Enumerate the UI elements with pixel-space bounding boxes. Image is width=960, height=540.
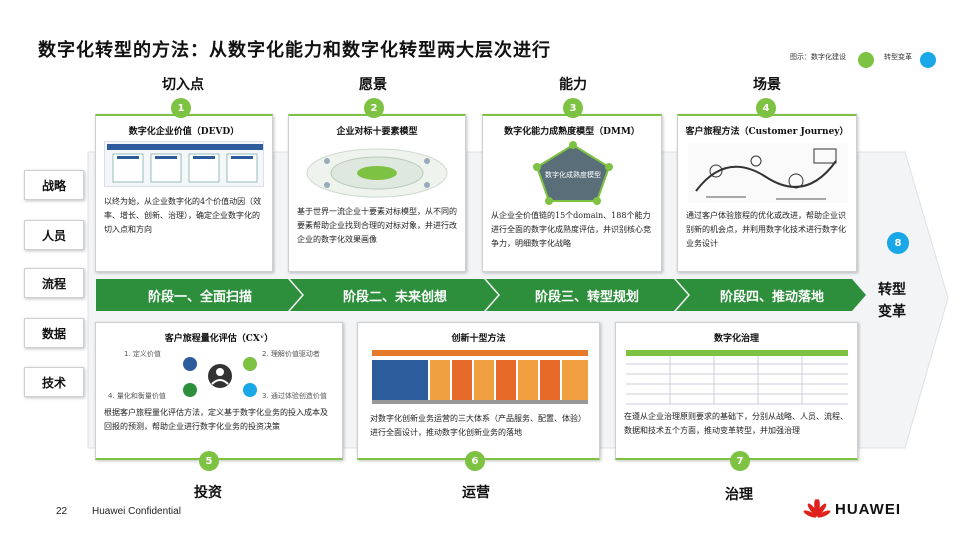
huawei-wordmark: HUAWEI xyxy=(835,500,901,518)
card-innovation-title: 创新十型方法 xyxy=(451,334,506,344)
card-benchmark: 企业对标十要素模型 基于世界一流企业十要素对标模型，从不同的要素帮助企业找到合理… xyxy=(288,114,466,272)
top-label-entry: 切入点 xyxy=(162,77,204,93)
side-label-strategy: 战略 xyxy=(24,170,84,200)
page-number: 22 xyxy=(56,506,68,517)
card-innovation-desc: 对数字化创新业务运营的三大体系（产品服务、配置、体验）进行全面设计，推动数字化创… xyxy=(370,414,586,437)
badge-3: 3 xyxy=(563,98,583,118)
cxv-label-2: 2. 理解价值驱动者 xyxy=(262,349,320,358)
huawei-logo: HUAWEI xyxy=(802,498,901,520)
journey-sketch-image xyxy=(686,141,848,205)
bottom-label-govern: 治理 xyxy=(725,487,753,503)
card-benchmark-title: 企业对标十要素模型 xyxy=(336,127,418,137)
card-innovation: 创新十型方法 对数字化创新业务运营的三大体系（产品服务、配置、体验）进行全面设计… xyxy=(357,322,600,460)
confidential-label: Huawei Confidential xyxy=(92,506,181,517)
stage-4: 阶段四、推动落地 xyxy=(719,289,824,305)
stage-3: 阶段三、转型规划 xyxy=(534,289,639,305)
badge-8: 8 xyxy=(887,232,909,254)
card-governance: 数字化治理 在遵从企业治理原则要求的基础下，分别从战略、人员、流程、数据和技术五… xyxy=(615,322,858,460)
cxv-cycle-image: 1. 定义价值 2. 理解价值驱动者 3. 通过体验创造价值 4. 量化和衡量价… xyxy=(104,346,334,404)
huawei-flower-icon xyxy=(803,499,831,518)
cxv-label-4: 4. 量化和衡量价值 xyxy=(108,391,166,400)
legend-green-dot xyxy=(858,52,874,68)
stage-arrows xyxy=(96,279,866,311)
card-devd-desc: 以终为始，从企业数字化的4个价值动因（效率、增长、创新、治理），确定企业数字化的… xyxy=(104,197,262,234)
card-devd: 数字化企业价值（DEVD） 以终为始，从企业数字化的4个价值动因（效率、增长、创… xyxy=(95,114,273,272)
devd-value-grid-image xyxy=(104,141,264,187)
top-label-scenario: 场景 xyxy=(753,77,781,93)
card-journey-title: 客户旅程方法（Customer Journey） xyxy=(685,127,849,137)
governance-table-image xyxy=(624,348,849,406)
cxv-label-3: 3. 通过体验创造价值 xyxy=(262,391,327,400)
card-cxv-title: 客户旅程量化评估（CXᵛ） xyxy=(164,334,274,344)
transformation-label: 转型 变革 xyxy=(878,282,906,320)
legend-label-2: 转型变革 xyxy=(884,53,912,61)
bottom-label-invest: 投资 xyxy=(194,485,222,501)
top-label-vision: 愿景 xyxy=(359,77,387,93)
legend-blue-dot xyxy=(920,52,936,68)
dmm-pentagon-image: 数字化成熟度模型 xyxy=(491,141,653,205)
cxv-label-1: 1. 定义价值 xyxy=(124,349,161,358)
card-cxv: 客户旅程量化评估（CXᵛ） 1. 定义价值 2. 理解价值驱动者 3. 通过体验… xyxy=(95,322,343,460)
side-label-process: 流程 xyxy=(24,268,84,298)
innovation-ten-types-image xyxy=(372,350,588,406)
badge-4: 4 xyxy=(756,98,776,118)
page-title: 数字化转型的方法：从数字化能力和数字化转型两大层次进行 xyxy=(38,40,551,61)
side-label-tech: 技术 xyxy=(24,367,84,397)
dmm-thumb-text: 数字化成熟度模型 xyxy=(545,170,601,179)
badge-2: 2 xyxy=(364,98,384,118)
benchmark-ring-image xyxy=(297,141,457,201)
top-label-capability: 能力 xyxy=(559,77,587,93)
side-label-data: 数据 xyxy=(24,318,84,348)
card-dmm-desc: 从企业全价值链的15个domain、188个能力进行全面的数字化成熟度评估，并识… xyxy=(491,211,651,248)
card-dmm-title: 数字化能力成熟度模型（DMM） xyxy=(504,127,640,137)
card-cxv-desc: 根据客户旅程量化评估方法，定义基于数字化业务的投入成本及回报的预测，帮助企业进行… xyxy=(104,408,328,431)
card-journey: 客户旅程方法（Customer Journey） 通过客户体验旅程的优化或改进，… xyxy=(677,114,857,272)
card-governance-desc: 在遵从企业治理原则要求的基础下，分别从战略、人员、流程、数据和技术五个方面，推动… xyxy=(624,412,848,435)
side-label-people: 人员 xyxy=(24,220,84,250)
card-governance-title: 数字化治理 xyxy=(713,334,759,344)
badge-6: 6 xyxy=(465,451,485,471)
badge-7: 7 xyxy=(730,451,750,471)
stage-2: 阶段二、未来创想 xyxy=(342,289,447,305)
card-dmm: 数字化能力成熟度模型（DMM） 数字化成熟度模型 从企业全价值链的15个doma… xyxy=(482,114,662,272)
card-devd-title: 数字化企业价值（DEVD） xyxy=(128,127,240,137)
stage-1: 阶段一、全面扫描 xyxy=(147,289,252,305)
legend-label-1: 图示：数字化建设 xyxy=(790,53,846,61)
badge-1: 1 xyxy=(171,98,191,118)
card-benchmark-desc: 基于世界一流企业十要素对标模型，从不同的要素帮助企业找到合理的对标对象，并进行改… xyxy=(297,207,457,244)
bottom-label-operate: 运营 xyxy=(462,485,490,501)
badge-5: 5 xyxy=(199,451,219,471)
card-journey-desc: 通过客户体验旅程的优化或改进，帮助企业识别新的机会点，并利用数字化技术进行数字化… xyxy=(686,211,846,248)
